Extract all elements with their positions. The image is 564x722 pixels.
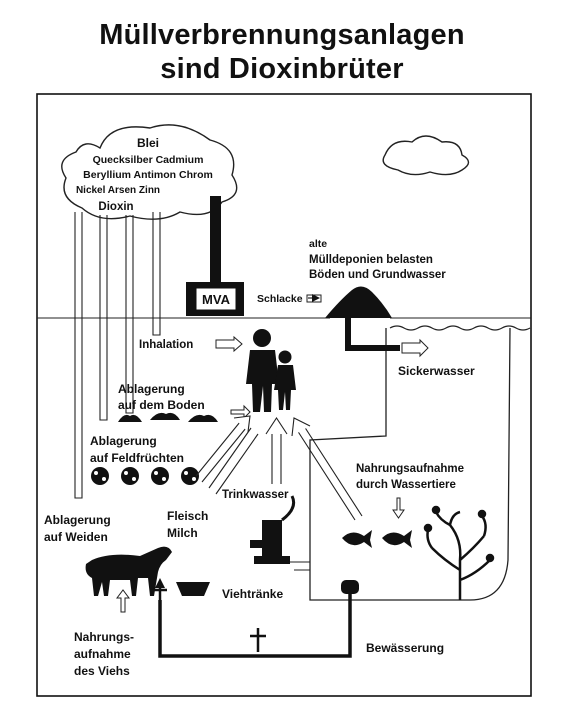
- fleisch-line-1: Fleisch: [167, 509, 208, 523]
- weiden-line-2: auf Weiden: [44, 530, 108, 544]
- vieh-line-2: aufnahme: [74, 647, 131, 661]
- irrigation-pipes: [158, 594, 352, 658]
- water-pump-icon: [250, 495, 296, 564]
- cloud-icon: [382, 135, 470, 176]
- crop-icons: [91, 467, 199, 485]
- fish-icons: [342, 530, 412, 548]
- intake-arrows: [195, 415, 363, 521]
- mva-label: MVA: [202, 292, 231, 307]
- cow-icon: [85, 546, 172, 596]
- cloud-line-3: Beryllium Antimon Chrom: [83, 169, 213, 181]
- vieh-line-3: des Viehs: [74, 664, 130, 678]
- fleisch-line-2: Milch: [167, 526, 198, 540]
- feld-line-1: Ablagerung: [90, 434, 157, 448]
- deponie-line-1: alte: [309, 238, 327, 250]
- cloud-line-1: Blei: [137, 136, 159, 150]
- wassertiere-line-1: Nahrungsaufnahme: [356, 463, 464, 475]
- wassertiere-line-2: durch Wassertiere: [356, 479, 456, 491]
- landfill-mound: [325, 286, 392, 318]
- trough-icon: [176, 582, 210, 596]
- cloud-line-5: Dioxin: [98, 201, 133, 213]
- sickerwasser-label: Sickerwasser: [398, 364, 475, 378]
- diagram-frame: [36, 93, 532, 697]
- deponie-line-3: Böden und Grundwasser: [309, 269, 446, 281]
- viehtraenke-label: Viehtränke: [222, 587, 283, 601]
- bewaesserung-label: Bewässerung: [366, 641, 444, 655]
- water-surface: [389, 325, 531, 331]
- deposition-lines: [74, 212, 161, 499]
- inhalation-label: Inhalation: [139, 339, 193, 351]
- boden-line-2: auf dem Boden: [118, 398, 205, 412]
- groundwater-outline: [309, 327, 511, 601]
- water-plant-icon: [423, 505, 495, 600]
- boden-line-1: Ablagerung: [118, 382, 185, 396]
- vieh-line-1: Nahrungs-: [74, 630, 134, 644]
- cloud-line-4: Nickel Arsen Zinn: [76, 185, 160, 196]
- title-line-1: Müllverbrennungsanlagen: [99, 19, 465, 51]
- seepage-pipe: [345, 318, 400, 351]
- pollution-cloud: [61, 124, 238, 220]
- trinkwasser-label: Trinkwasser: [222, 489, 289, 501]
- irrigation-valve: [341, 580, 359, 594]
- feld-line-2: auf Feldfrüchten: [90, 451, 184, 465]
- weiden-line-1: Ablagerung: [44, 513, 111, 527]
- chimney: [210, 196, 221, 284]
- title-line-2: sind Dioxinbrüter: [160, 53, 404, 85]
- soil-mounds: [118, 412, 218, 422]
- cloud-line-2: Quecksilber Cadmium: [93, 154, 204, 166]
- page-title: Müllverbrennungsanlagen sind Dioxinbrüte…: [0, 18, 564, 86]
- schlacke-label: Schlacke: [257, 293, 303, 305]
- people-figures: [246, 329, 296, 412]
- deponie-line-2: Mülldeponien belasten: [309, 254, 433, 266]
